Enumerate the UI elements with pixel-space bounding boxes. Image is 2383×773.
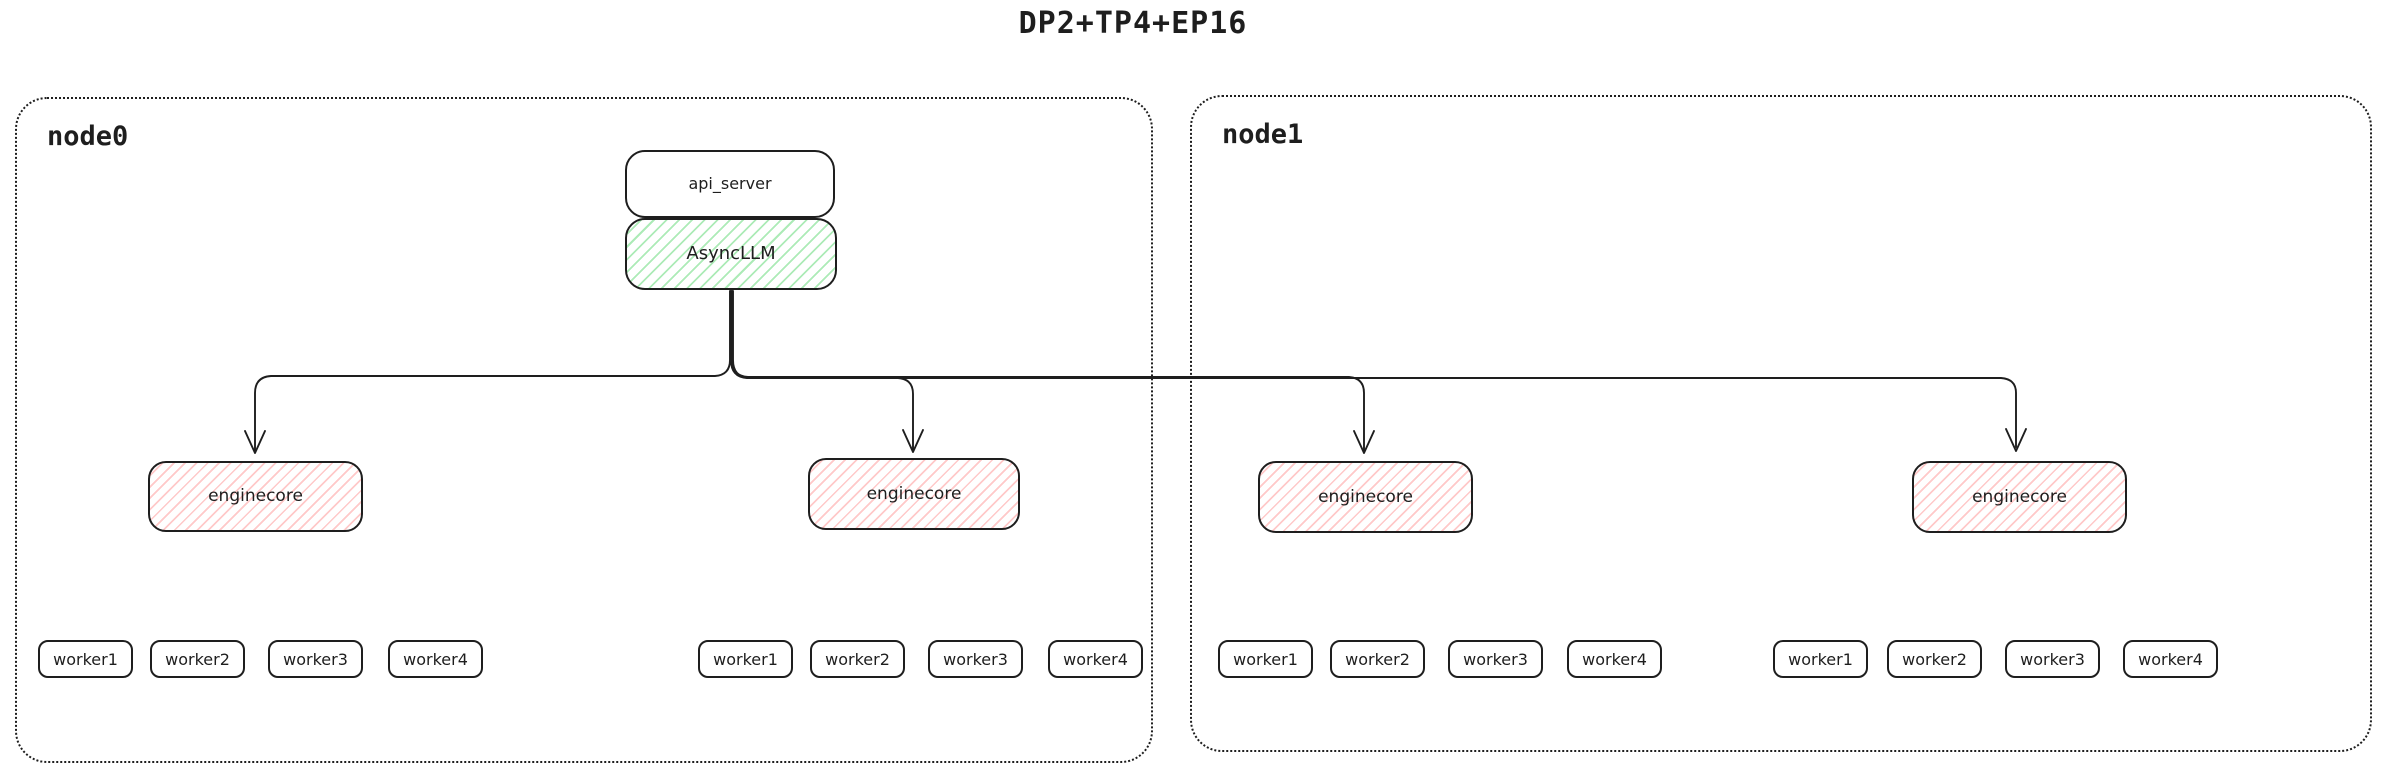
- node1-label: node1: [1222, 119, 1304, 150]
- worker-box: worker3: [2005, 640, 2100, 678]
- enginecore-box: enginecore: [1258, 461, 1473, 533]
- worker-box: worker1: [698, 640, 793, 678]
- page-title: DP2+TP4+EP16: [1018, 6, 1248, 41]
- enginecore-box: enginecore: [808, 458, 1020, 530]
- worker-label: worker4: [403, 649, 468, 669]
- worker-label: worker4: [2138, 649, 2203, 669]
- worker-label: worker4: [1582, 649, 1647, 669]
- worker-label: worker1: [1788, 649, 1853, 669]
- worker-label: worker2: [1345, 649, 1410, 669]
- worker-label: worker3: [943, 649, 1008, 669]
- enginecore-box: enginecore: [148, 461, 363, 532]
- async-llm-label: AsyncLLM: [686, 243, 776, 264]
- worker-box: worker3: [1448, 640, 1543, 678]
- worker-box: worker4: [2123, 640, 2218, 678]
- worker-box: worker1: [38, 640, 133, 678]
- worker-box: worker2: [810, 640, 905, 678]
- enginecore-label: enginecore: [1972, 486, 2067, 507]
- worker-label: worker3: [2020, 649, 2085, 669]
- worker-label: worker2: [165, 649, 230, 669]
- worker-box: worker3: [268, 640, 363, 678]
- api-server-label: api_server: [688, 174, 772, 193]
- worker-label: worker3: [283, 649, 348, 669]
- async-llm-box: AsyncLLM: [625, 218, 837, 290]
- worker-box: worker1: [1218, 640, 1313, 678]
- enginecore-label: enginecore: [208, 486, 303, 506]
- worker-box: worker4: [388, 640, 483, 678]
- worker-label: worker1: [713, 649, 778, 669]
- worker-label: worker4: [1063, 649, 1128, 669]
- api-server-box: api_server: [625, 150, 835, 218]
- worker-label: worker3: [1463, 649, 1528, 669]
- worker-label: worker2: [825, 649, 890, 669]
- worker-label: worker1: [53, 649, 118, 669]
- worker-box: worker3: [928, 640, 1023, 678]
- worker-box: worker2: [1887, 640, 1982, 678]
- worker-box: worker1: [1773, 640, 1868, 678]
- worker-box: worker4: [1567, 640, 1662, 678]
- enginecore-label: enginecore: [1318, 486, 1413, 507]
- worker-box: worker2: [1330, 640, 1425, 678]
- enginecore-label: enginecore: [866, 483, 962, 504]
- worker-box: worker4: [1048, 640, 1143, 678]
- worker-label: worker1: [1233, 649, 1298, 669]
- worker-label: worker2: [1902, 649, 1967, 669]
- node0-label: node0: [47, 121, 129, 152]
- worker-box: worker2: [150, 640, 245, 678]
- enginecore-box: enginecore: [1912, 461, 2127, 533]
